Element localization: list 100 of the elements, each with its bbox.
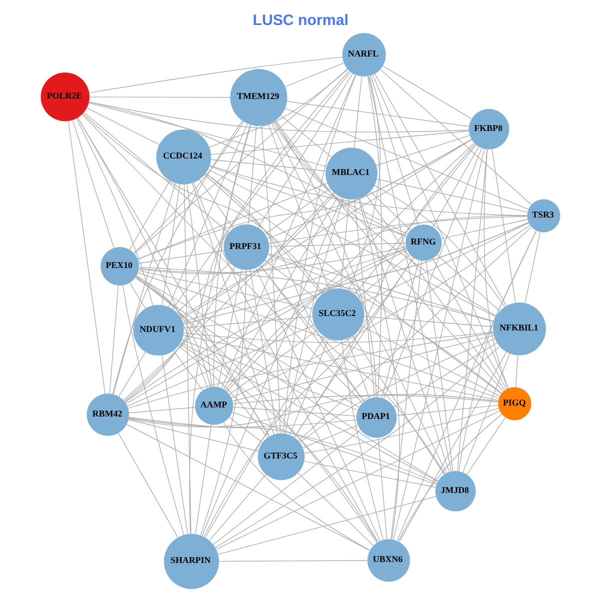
- connector: [264, 188, 330, 234]
- connector: [204, 336, 324, 538]
- node-circle: JMJD8: [434, 470, 476, 512]
- connector: [284, 108, 528, 210]
- connector: [360, 326, 500, 396]
- connector: [134, 277, 438, 482]
- node-circle: NARFL: [342, 32, 386, 77]
- connector: [126, 324, 314, 407]
- connector: [179, 139, 472, 318]
- connector: [348, 76, 380, 291]
- connector: [183, 184, 191, 534]
- connector: [191, 182, 274, 435]
- connector: [217, 496, 436, 555]
- connector: [357, 254, 410, 298]
- connector: [208, 474, 266, 541]
- connector: [137, 139, 472, 260]
- node-circle: SHARPIN: [163, 534, 219, 589]
- node-circle: AAMP: [194, 386, 233, 425]
- connector: [392, 148, 484, 540]
- connector: [374, 185, 505, 308]
- connector: [436, 254, 500, 312]
- connector: [257, 73, 352, 228]
- connector: [214, 346, 500, 548]
- connector: [128, 407, 195, 414]
- connector: [363, 316, 493, 328]
- connector: [370, 191, 410, 230]
- connector: [270, 122, 446, 474]
- connector: [129, 282, 146, 309]
- connector: [138, 246, 406, 273]
- connector: [224, 248, 406, 391]
- connector: [124, 266, 235, 402]
- node-circle: SLC35C2: [312, 288, 364, 340]
- connector: [282, 74, 356, 434]
- connector: [168, 123, 248, 308]
- connector: [382, 66, 472, 120]
- connector: [440, 219, 528, 240]
- connector: [136, 276, 270, 437]
- connector: [210, 159, 326, 172]
- connector: [222, 422, 370, 551]
- connector: [368, 76, 452, 472]
- connector: [380, 69, 532, 206]
- connector: [353, 76, 362, 148]
- connector: [188, 124, 250, 534]
- connector: [483, 149, 508, 389]
- connector: [161, 184, 180, 306]
- connector: [354, 144, 476, 294]
- connector: [297, 472, 373, 546]
- connector: [125, 250, 407, 404]
- connector: [86, 108, 160, 145]
- connector: [138, 250, 224, 264]
- connector: [182, 332, 493, 343]
- connector: [353, 199, 374, 398]
- node-circle: POLR2E: [40, 72, 89, 122]
- connector: [374, 74, 506, 306]
- connector: [267, 254, 502, 394]
- connector: [182, 335, 498, 401]
- connector: [178, 343, 378, 542]
- connector: [266, 139, 472, 240]
- node-circle: PRPF31: [223, 224, 269, 270]
- connector: [294, 258, 414, 438]
- connector: [247, 126, 256, 225]
- node-circle: CCDC124: [156, 130, 211, 184]
- connector: [127, 332, 493, 409]
- node-circle: PEX10: [100, 247, 139, 286]
- connector: [268, 124, 330, 290]
- connector: [230, 224, 530, 398]
- connector: [396, 230, 536, 541]
- connector: [284, 62, 344, 88]
- connector: [232, 335, 494, 402]
- connector: [136, 276, 359, 408]
- connector: [176, 262, 230, 313]
- connector: [223, 196, 338, 390]
- connector: [274, 120, 504, 392]
- connector: [81, 114, 362, 404]
- connector: [88, 102, 326, 167]
- connector: [76, 117, 208, 388]
- connector: [284, 198, 344, 434]
- connector: [124, 70, 349, 402]
- connector: [352, 336, 444, 475]
- connector: [128, 417, 437, 484]
- node-circle: NFKBIL1: [492, 302, 546, 356]
- connector: [367, 76, 382, 398]
- connector: [118, 352, 146, 397]
- connector: [126, 424, 370, 551]
- connector: [212, 124, 250, 387]
- node-circle: GTF3C5: [257, 433, 304, 480]
- connector: [376, 178, 528, 212]
- connector: [216, 410, 500, 550]
- connector: [249, 269, 278, 434]
- connector: [204, 174, 322, 294]
- connector: [112, 182, 176, 394]
- node-circle: TSR3: [526, 199, 560, 232]
- node-circle: UBXN6: [366, 539, 410, 582]
- connector: [124, 222, 528, 403]
- connector: [181, 339, 358, 410]
- connector: [458, 230, 536, 472]
- node-circle: PIGQ: [498, 387, 531, 420]
- connector: [390, 260, 422, 540]
- node-circle: RBM42: [86, 393, 129, 436]
- connector: [128, 419, 258, 452]
